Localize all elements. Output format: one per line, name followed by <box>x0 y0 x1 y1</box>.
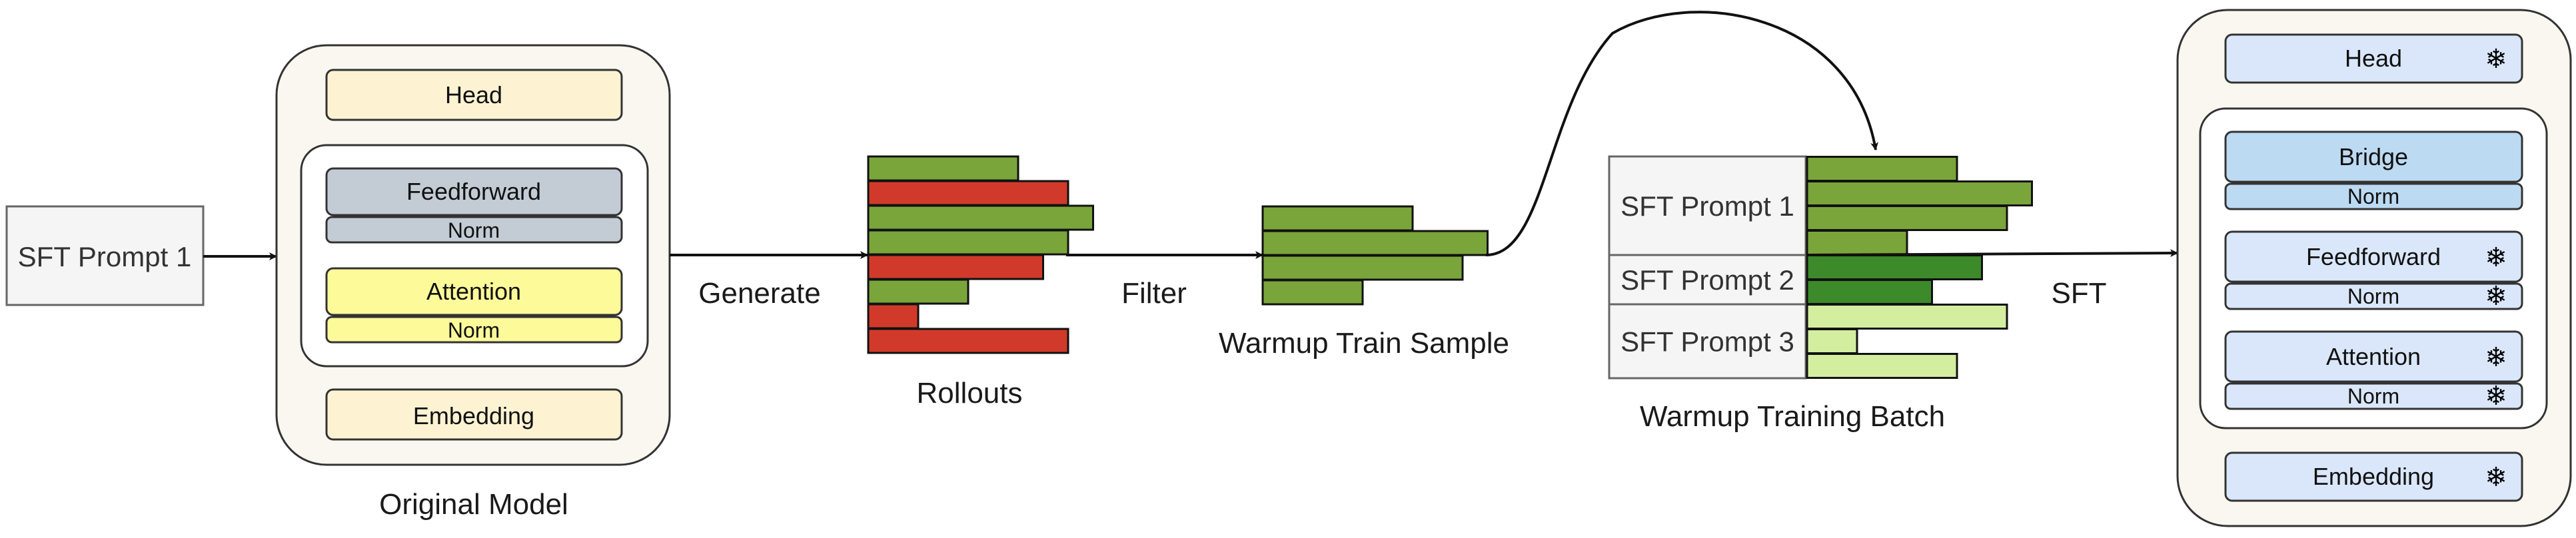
generate-label: Generate <box>698 277 820 310</box>
final-embedding-block: Embedding ❄ <box>2224 451 2523 502</box>
orig-attention-label: Attention <box>426 278 521 305</box>
warmup-sample-chart <box>1261 205 1489 306</box>
orig-ffn-norm-label: Norm <box>448 218 500 242</box>
final-head-label: Head <box>2345 45 2402 72</box>
rollout-bar-kept <box>867 155 1019 182</box>
final-bridge-norm-block <box>2224 182 2523 210</box>
warmup-batch-caption: Warmup Training Batch <box>1640 400 1945 433</box>
warmup-training-batch: SFT Prompt 1 SFT Prompt 2 SFT Prompt 3 <box>1608 155 2033 380</box>
batch-bar-prompt-1 <box>1806 156 1958 182</box>
sft-label: SFT <box>2051 277 2106 310</box>
orig-attention-block <box>325 267 623 316</box>
final-attention-block <box>2224 330 2523 383</box>
batch-bar-prompt-3 <box>1806 304 2008 330</box>
orig-head-block: Head <box>325 69 623 121</box>
rollouts-caption: Rollouts <box>917 377 1023 409</box>
orig-attn-norm-block <box>325 316 623 344</box>
batch-bar-prompt-1 <box>1806 205 2008 231</box>
snowflake-icon: ❄ <box>2485 343 2507 372</box>
batch-prompt-label: SFT Prompt 1 <box>1620 190 1794 222</box>
rollout-bar-filtered <box>867 180 1069 206</box>
batch-bar-prompt-1 <box>1806 180 2033 206</box>
batch-bar-prompt-3 <box>1806 353 1958 379</box>
final-embedding-label: Embedding <box>2313 463 2434 490</box>
arrow-sft <box>1806 249 2178 258</box>
orig-attn-norm-label: Norm <box>448 318 500 342</box>
sample-bar <box>1261 254 1464 281</box>
orig-embedding-block: Embedding <box>325 388 623 441</box>
final-attention-label: Attention <box>2326 343 2421 370</box>
snowflake-icon: ❄ <box>2485 282 2507 311</box>
sample-bar <box>1261 279 1364 306</box>
snowflake-icon: ❄ <box>2485 463 2507 492</box>
sample-bar <box>1261 205 1414 232</box>
rollout-bar-kept <box>867 229 1069 256</box>
final-ffn-norm-block <box>2224 282 2523 310</box>
input-prompt-label: SFT Prompt 1 <box>18 241 192 272</box>
snowflake-icon: ❄ <box>2485 45 2507 74</box>
rollout-bar-filtered <box>867 254 1044 280</box>
rollout-bar-filtered <box>867 328 1069 354</box>
final-bridge-block <box>2224 131 2523 183</box>
orig-feedforward-block <box>325 167 623 216</box>
rollouts-chart <box>867 155 1094 354</box>
orig-feedforward-label: Feedforward <box>406 178 541 205</box>
final-bridge-norm-label: Norm <box>2347 184 2399 208</box>
final-model: Head ❄ Bridge Norm Feedforward ❄ Norm ❄ … <box>2176 9 2572 527</box>
batch-bar-prompt-3 <box>1806 328 1858 354</box>
batch-bar-prompt-2 <box>1806 279 1933 305</box>
final-attn-norm-block <box>2224 382 2523 410</box>
orig-embedding-label: Embedding <box>413 402 534 429</box>
orig-head-label: Head <box>445 81 502 109</box>
batch-bar-prompt-2 <box>1806 254 1983 280</box>
final-bridge-label: Bridge <box>2339 143 2408 170</box>
rollout-bar-filtered <box>867 303 920 330</box>
original-model: Head Feedforward Norm Attention Norm Emb… <box>275 44 671 466</box>
rollout-bar-kept <box>867 278 969 305</box>
sample-bar <box>1261 230 1489 256</box>
final-attn-norm-label: Norm <box>2347 384 2399 408</box>
final-feedforward-block <box>2224 230 2523 283</box>
rollout-bar-kept <box>867 204 1094 231</box>
orig-ffn-norm-block <box>325 216 623 244</box>
final-transformer-layer: Bridge Norm Feedforward ❄ Norm ❄ Attenti… <box>2199 107 2548 429</box>
filter-label: Filter <box>1121 277 1187 310</box>
orig-transformer-layer: Feedforward Norm Attention Norm <box>300 144 649 368</box>
arrow-sample-to-batch <box>1485 11 1879 256</box>
batch-prompt-labels: SFT Prompt 1 SFT Prompt 2 SFT Prompt 3 <box>1608 155 1807 380</box>
original-model-caption: Original Model <box>379 488 568 521</box>
snowflake-icon: ❄ <box>2485 243 2507 272</box>
batch-prompt-label: SFT Prompt 2 <box>1620 264 1794 296</box>
final-ffn-norm-label: Norm <box>2347 284 2399 308</box>
warmup-sample-caption: Warmup Train Sample <box>1219 327 1509 360</box>
final-head-block: Head ❄ <box>2224 33 2523 84</box>
final-feedforward-label: Feedforward <box>2306 243 2441 270</box>
batch-prompt-label: SFT Prompt 3 <box>1620 326 1794 358</box>
input-prompt-box: SFT Prompt 1 <box>5 205 205 306</box>
batch-bars-chart <box>1806 156 2033 379</box>
batch-prompt-cell <box>1608 303 1807 380</box>
snowflake-icon: ❄ <box>2485 382 2507 411</box>
batch-bar-prompt-1 <box>1806 230 1908 256</box>
